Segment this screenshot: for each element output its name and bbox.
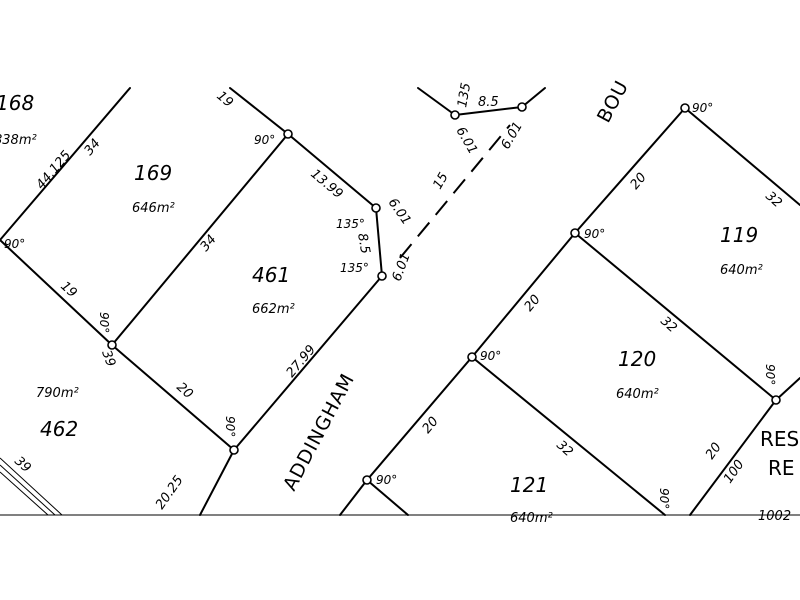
lot-boundaries	[0, 87, 800, 516]
boundary-121-road	[366, 356, 473, 481]
boundary-462-road	[199, 449, 235, 516]
dim-601-lower: 6.01	[390, 251, 414, 283]
survey-node	[229, 445, 239, 455]
dim-1399: 13.99	[307, 167, 345, 202]
dim-34-mid: 34	[198, 232, 220, 254]
dim-20-reserve: 20	[703, 440, 725, 462]
dim-20-lower: 20	[173, 380, 195, 402]
angle-122-top: 90°	[376, 473, 397, 487]
survey-node	[680, 103, 690, 113]
lot-169-area: 646m²	[132, 201, 175, 216]
boundary-121-left	[366, 479, 409, 516]
reserve-label-line1: RES	[760, 427, 799, 451]
lot-462-number: 462	[40, 417, 78, 441]
lot-461-area: 662m²	[252, 302, 295, 317]
dim-85-top: 8.5	[478, 95, 499, 110]
boundary-top-corner	[417, 87, 456, 116]
dim-39-left: 39	[98, 348, 118, 369]
boundary-461-road	[233, 275, 383, 451]
boundary-119-road	[574, 107, 686, 234]
dim-32-119: 32	[762, 189, 784, 211]
lot-169-number: 169	[134, 161, 172, 185]
angle-135-upper: 135°	[336, 217, 365, 231]
boundary-top-right	[521, 87, 546, 108]
road-name-addingham: ADDINGHAM	[279, 370, 359, 495]
survey-nodes	[107, 102, 781, 485]
dim-20-120: 20	[522, 292, 544, 314]
dim-39-easement: 39	[11, 454, 33, 476]
angle-mid: 90°	[97, 312, 111, 333]
dim-601-top-left: 6.01	[453, 125, 480, 158]
easement-line-1	[0, 457, 63, 516]
lot-119-area: 640m²	[720, 263, 763, 278]
boundary-120-right	[775, 377, 800, 401]
dim-20-119: 20	[628, 170, 650, 192]
boundary-168-169	[0, 87, 131, 241]
dim-44125: 44.125	[34, 148, 75, 192]
dim-100: 100	[721, 457, 748, 486]
survey-node	[467, 352, 477, 362]
boundary-461-top	[287, 133, 377, 209]
dim-601-upper: 6.01	[385, 196, 414, 228]
boundary-119-120	[574, 232, 777, 401]
dim-19-top: 19	[213, 89, 235, 111]
road-name-bou: BOU	[593, 77, 633, 127]
survey-node	[517, 102, 527, 112]
boundary-169-462	[0, 239, 113, 346]
lot-120-number: 120	[618, 347, 656, 371]
lot-121-area: 640m²	[510, 511, 553, 526]
survey-node	[570, 228, 580, 238]
survey-node	[362, 475, 372, 485]
dim-85-mid: 8.5	[354, 232, 372, 255]
dim-32-121: 32	[553, 438, 575, 460]
angle-120-right: 90°	[763, 364, 777, 385]
reserve-partial-number: 1002	[758, 509, 791, 524]
easement-line-3	[0, 471, 49, 516]
dim-135-top: 135	[455, 82, 474, 109]
angle-labels: 90° 90° 90° 90° 135° 135° 90° 90° 90° 90…	[4, 101, 777, 509]
dim-15: 15	[430, 170, 451, 192]
reserve-label-line2: RE	[768, 456, 795, 480]
dimension-labels: 44.125 34 19 19 13.99 34 39 20 27.99 20.…	[11, 82, 784, 513]
boundary-122-road	[339, 479, 368, 516]
survey-node	[283, 129, 293, 139]
boundary-169-461	[111, 133, 289, 346]
angle-121-top: 90°	[480, 349, 501, 363]
survey-node	[771, 395, 781, 405]
dim-2799: 27.99	[284, 342, 319, 380]
angle-121-right: 90°	[657, 488, 671, 509]
dim-2025: 20.25	[153, 473, 187, 512]
survey-node	[371, 203, 381, 213]
dim-20-121: 20	[420, 414, 442, 436]
boundary-120-road	[471, 232, 576, 358]
boundary-119-top	[684, 107, 800, 206]
lot-462-area: 790m²	[36, 386, 79, 401]
boundary-120-121	[471, 356, 666, 516]
lot-120-area: 640m²	[616, 387, 659, 402]
easement-line-2	[0, 464, 56, 516]
lot-121-number: 121	[510, 473, 548, 497]
survey-node	[450, 110, 460, 120]
angle-119-top: 90°	[692, 101, 713, 115]
survey-node	[377, 271, 387, 281]
boundary-reserve	[689, 399, 777, 516]
dim-601-top-right: 6.01	[498, 119, 525, 152]
boundary-169-top	[229, 87, 289, 135]
road-widening-line	[399, 124, 511, 259]
angle-120-top: 90°	[584, 227, 605, 241]
survey-node	[107, 340, 117, 350]
boundary-461-462	[111, 344, 235, 451]
angle-169-left: 90°	[4, 237, 25, 251]
angle-bottom: 90°	[223, 416, 237, 437]
angle-169-top: 90°	[254, 133, 275, 147]
lot-168-number: 168	[0, 91, 34, 115]
boundary-truncation-461	[375, 207, 383, 277]
boundary-top-truncation	[454, 106, 523, 116]
lot-461-number: 461	[252, 263, 290, 287]
angle-135-lower: 135°	[340, 261, 369, 275]
lot-119-number: 119	[720, 223, 758, 247]
